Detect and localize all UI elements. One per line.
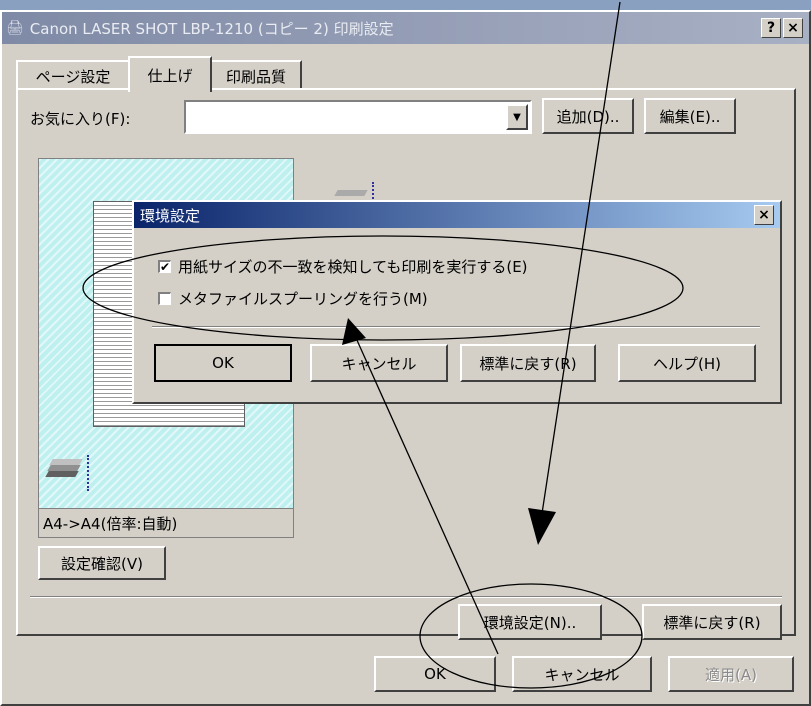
confirm-settings-button[interactable]: 設定確認(V) (38, 546, 166, 580)
tab-finishing[interactable]: 仕上げ (128, 56, 212, 92)
dialog-titlebar: 環境設定 × (134, 202, 780, 228)
help-icon[interactable]: ? (761, 18, 781, 38)
size-info-box: A4->A4(倍率:自動) (38, 508, 294, 538)
metafile-spooling-checkbox[interactable] (158, 292, 171, 305)
tab-page-setup[interactable]: ページ設定 (16, 60, 130, 90)
tab-print-quality[interactable]: 印刷品質 (210, 60, 302, 90)
close-icon[interactable]: × (783, 18, 803, 38)
mismatch-print-label[interactable]: 用紙サイズの不一致を検知しても印刷を実行する(E) (178, 258, 528, 276)
finishing-option-icon (334, 182, 380, 212)
dialog-title: 環境設定 (140, 206, 201, 225)
dialog-cancel-button[interactable]: キャンセル (310, 344, 448, 382)
arrow-to-env-button (540, 1, 621, 521)
dialog-restore-button[interactable]: 標準に戻す(R) (460, 344, 596, 382)
options-highlight-ellipse (82, 235, 684, 341)
dialog-ok-button[interactable]: OK (154, 344, 292, 382)
chevron-down-icon[interactable]: ▼ (506, 104, 528, 130)
restore-defaults-button[interactable]: 標準に戻す(R) (642, 604, 782, 640)
stack-marker (87, 455, 92, 491)
metafile-spooling-label[interactable]: メタファイルスプーリングを行う(M) (178, 290, 428, 308)
panel-separator (30, 596, 782, 598)
dialog-close-icon[interactable]: × (754, 205, 774, 225)
favorites-combobox[interactable]: ▼ (184, 100, 532, 134)
arrow-head-down (528, 508, 556, 545)
arrow-to-options (355, 337, 499, 655)
arrow-head-up (342, 318, 366, 345)
dialog-separator (152, 326, 760, 328)
mismatch-print-checkbox[interactable]: ✔ (158, 260, 171, 274)
environment-settings-dialog: 環境設定 × ✔ 用紙サイズの不一致を検知しても印刷を実行する(E) メタファイ… (132, 200, 782, 404)
apply-button[interactable]: 適用(A) (668, 656, 794, 692)
edit-favorite-button[interactable]: 編集(E).. (644, 98, 736, 134)
window-titlebar: 🖨 Canon LASER SHOT LBP-1210 (コピー 2) 印刷設定… (2, 12, 809, 44)
env-button-highlight-ellipse (419, 583, 643, 689)
window-title: Canon LASER SHOT LBP-1210 (コピー 2) 印刷設定 (29, 19, 394, 38)
cancel-button[interactable]: キャンセル (512, 656, 652, 692)
dialog-help-button[interactable]: ヘルプ(H) (618, 344, 756, 382)
printer-icon: 🖨 (6, 20, 24, 36)
environment-settings-button[interactable]: 環境設定(N).. (458, 604, 602, 640)
favorites-label: お気に入り(F): (30, 110, 131, 128)
background-strip (0, 0, 811, 10)
size-info-text: A4->A4(倍率:自動) (43, 514, 178, 533)
